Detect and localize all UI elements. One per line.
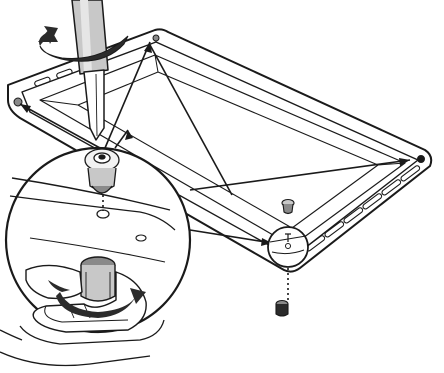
small-magnifier-circle <box>267 226 309 268</box>
rotation-arrow-icon <box>38 26 129 62</box>
small-foot-top <box>281 198 295 215</box>
pointer-lines <box>19 41 411 244</box>
arrow-heads <box>20 42 410 246</box>
rubber-foot-icon <box>84 148 120 194</box>
corner-hole-right <box>417 155 425 163</box>
small-foot-bottom <box>275 299 289 317</box>
rotation-arrow-icon-bottom <box>48 280 146 318</box>
hand-icon <box>0 256 165 367</box>
rim-slots <box>34 68 421 252</box>
corner-hole-top <box>152 34 160 42</box>
